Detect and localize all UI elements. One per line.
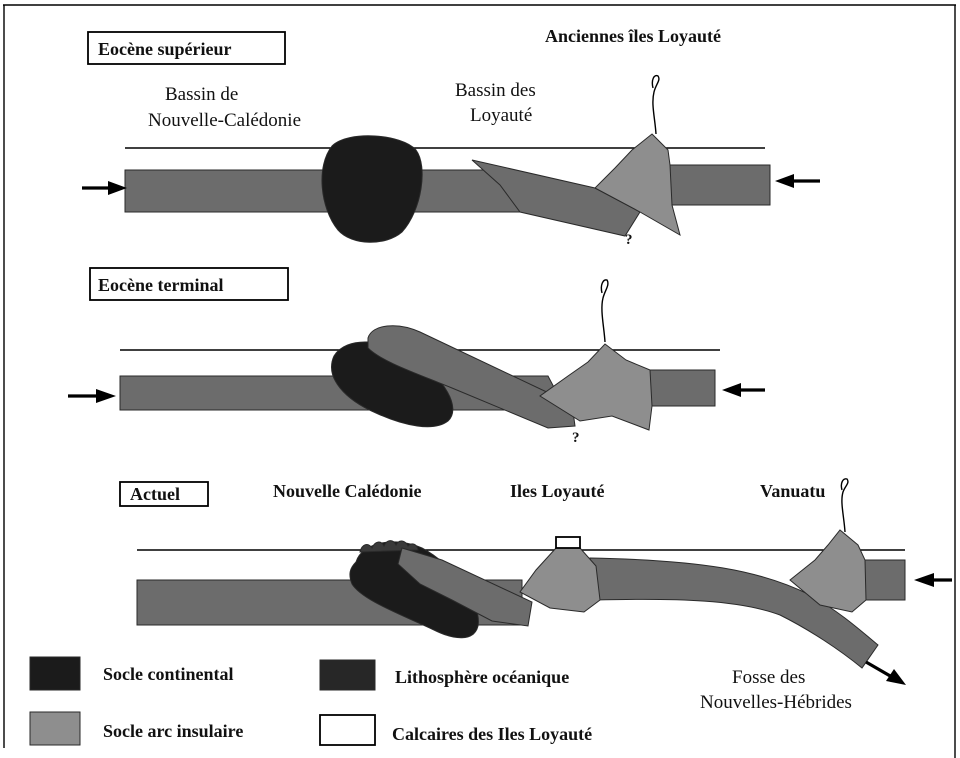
loyalty-basin-label-line2: Loyauté <box>470 105 532 126</box>
loyalty-limestone-cap <box>556 537 580 548</box>
legend-swatch-oceanic <box>320 660 375 690</box>
legend-label: Socle arc insulaire <box>103 721 243 741</box>
legend-label: Calcaires des Iles Loyauté <box>392 724 592 744</box>
panel-eocene-terminal: Eocène terminal ? <box>68 268 765 446</box>
panel-title: Actuel <box>130 484 180 504</box>
uncertain-mark: ? <box>572 430 580 446</box>
panel-eocene-superieur: Eocène supérieur Anciennes îles Loyauté … <box>82 26 820 248</box>
loyalty-basin-label-line1: Bassin des <box>455 80 536 101</box>
vanuatu-label: Vanuatu <box>760 481 825 501</box>
arrow-icon <box>914 573 952 587</box>
arrow-icon <box>722 383 765 397</box>
panel-title: Eocène terminal <box>98 275 223 295</box>
panel-title: Eocène supérieur <box>98 39 231 59</box>
ancient-loyalty-islands-label: Anciennes îles Loyauté <box>545 26 721 46</box>
oceanic-lithosphere-right <box>668 165 770 205</box>
trench-label-line1: Fosse des <box>732 667 805 688</box>
legend-item-continental: Socle continental <box>30 657 234 690</box>
legend-label: Socle continental <box>103 664 234 684</box>
nc-basin-label-line2: Nouvelle-Calédonie <box>148 110 301 131</box>
continental-basement-block <box>322 136 422 242</box>
arrow-icon <box>68 389 116 403</box>
volcanic-plume-icon <box>652 76 659 134</box>
loyalty-islands-label: Iles Loyauté <box>510 481 605 501</box>
legend: Socle continental Lithosphère océanique … <box>30 657 592 745</box>
arrow-icon <box>775 174 820 188</box>
legend-swatch-limestone <box>320 715 375 745</box>
volcanic-plume-icon <box>601 280 608 342</box>
nc-basin-label-line1: Bassin de <box>165 84 238 105</box>
subduction-arrow-icon <box>866 662 906 685</box>
legend-swatch-arc <box>30 712 80 745</box>
legend-item-oceanic: Lithosphère océanique <box>320 660 569 690</box>
uncertain-mark: ? <box>625 232 633 248</box>
legend-swatch-continental <box>30 657 80 690</box>
oceanic-lithosphere-right <box>648 370 715 406</box>
arrow-icon <box>82 181 127 195</box>
legend-item-limestone: Calcaires des Iles Loyauté <box>320 715 592 745</box>
legend-label: Lithosphère océanique <box>395 667 569 687</box>
new-caledonia-label: Nouvelle Calédonie <box>273 481 422 501</box>
legend-item-arc: Socle arc insulaire <box>30 712 243 745</box>
trench-label-line2: Nouvelles-Hébrides <box>700 692 852 713</box>
volcanic-plume-icon <box>841 479 848 532</box>
